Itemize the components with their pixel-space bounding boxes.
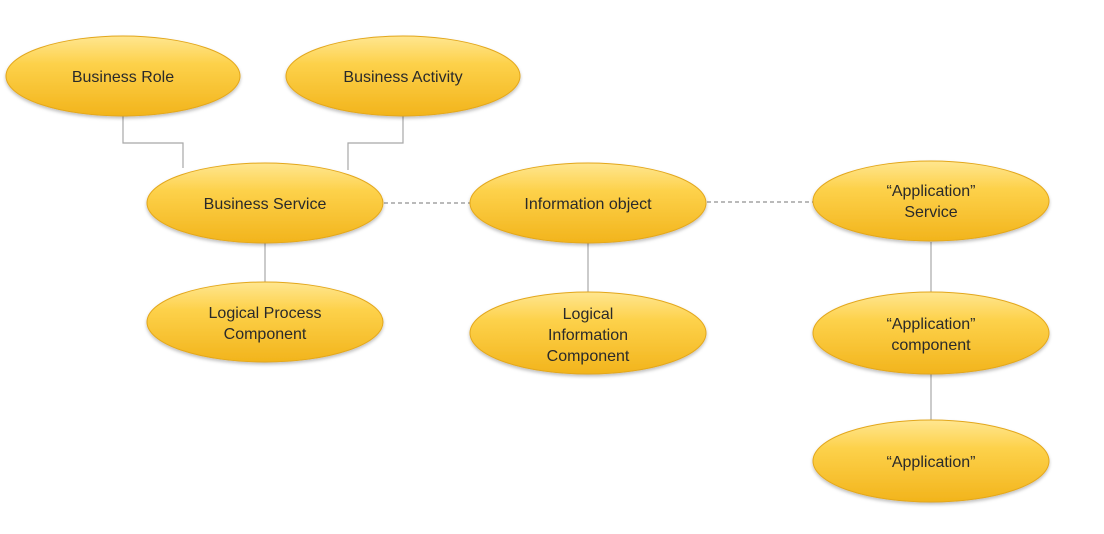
svg-text:Information object: Information object bbox=[524, 196, 652, 213]
svg-text:Service: Service bbox=[904, 204, 957, 221]
node-logical-process-component: Logical Process Component bbox=[146, 281, 384, 363]
node-business-activity: Business Activity bbox=[285, 35, 521, 117]
svg-text:Business Role: Business Role bbox=[72, 69, 174, 86]
svg-text:“Application”: “Application” bbox=[887, 316, 976, 333]
node-information-object: Information object bbox=[469, 162, 707, 244]
svg-text:Component: Component bbox=[224, 326, 307, 343]
connector-activity-service bbox=[347, 116, 404, 170]
node-business-role: Business Role bbox=[5, 35, 241, 117]
node-application-component: “Application” component bbox=[812, 291, 1050, 375]
svg-text:Logical: Logical bbox=[563, 306, 614, 323]
svg-text:“Application”: “Application” bbox=[887, 454, 976, 471]
svg-text:component: component bbox=[891, 337, 971, 354]
svg-text:“Application”: “Application” bbox=[887, 183, 976, 200]
node-application-service: “Application” Service bbox=[812, 160, 1050, 242]
svg-text:Component: Component bbox=[547, 348, 630, 365]
node-application: “Application” bbox=[812, 419, 1050, 503]
node-logical-information-component: Logical Information Component bbox=[469, 291, 707, 375]
svg-text:Logical Process: Logical Process bbox=[209, 305, 322, 322]
connector-role-service bbox=[122, 116, 184, 168]
svg-text:Business Service: Business Service bbox=[204, 196, 327, 213]
svg-text:Business Activity: Business Activity bbox=[343, 69, 462, 86]
svg-text:Information: Information bbox=[548, 327, 628, 344]
node-business-service: Business Service bbox=[146, 162, 384, 244]
